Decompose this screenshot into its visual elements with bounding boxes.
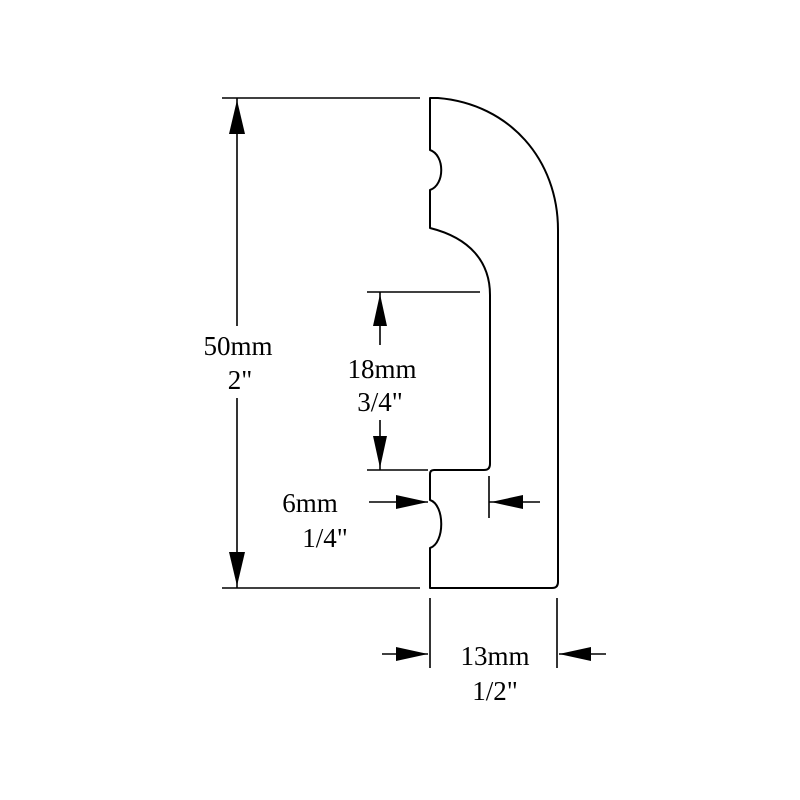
height-label-background xyxy=(188,326,288,398)
height-imperial-label: 2" xyxy=(228,365,253,395)
rebate-depth-dimension: 6mm 1/4" xyxy=(282,476,540,553)
height-arrow-bottom xyxy=(229,552,245,586)
height-metric-label: 50mm xyxy=(203,331,272,361)
molding-profile-outline xyxy=(429,97,559,589)
thickness-arrow-left xyxy=(396,647,428,661)
upper-gap-imperial-label: 3/4" xyxy=(357,387,403,417)
rebate-depth-arrow-right xyxy=(491,495,523,509)
rebate-depth-metric-label: 6mm xyxy=(282,488,338,518)
height-arrow-top xyxy=(229,100,245,134)
thickness-arrow-right xyxy=(559,647,591,661)
upper-gap-metric-label: 18mm xyxy=(347,354,416,384)
thickness-metric-label: 13mm xyxy=(460,641,529,671)
upper-gap-arrow-bottom xyxy=(373,436,387,468)
rebate-depth-arrow-left xyxy=(396,495,428,509)
thickness-dimension: 13mm 1/2" xyxy=(382,598,606,706)
height-dimension: 50mm 2" xyxy=(188,97,420,589)
upper-gap-dimension: 18mm 3/4" xyxy=(347,291,480,471)
rebate-depth-imperial-label: 1/4" xyxy=(302,523,348,553)
thickness-imperial-label: 1/2" xyxy=(472,676,518,706)
upper-gap-arrow-top xyxy=(373,294,387,326)
